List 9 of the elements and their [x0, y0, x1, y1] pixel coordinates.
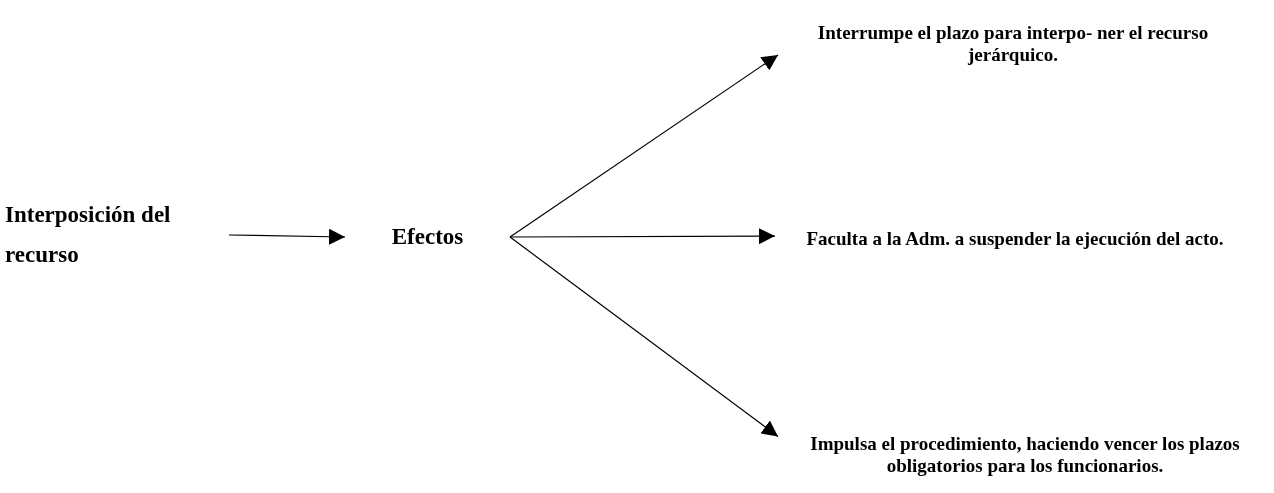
node-text: Efectos [390, 223, 465, 251]
arrow [228, 228, 346, 245]
arrow [509, 236, 779, 438]
node-text: Impulsa el procedimiento, haciendo vencer los plazos obligatorios para los funcionarios. [809, 433, 1241, 477]
arrow [509, 228, 776, 245]
arrow [509, 54, 779, 238]
node-text: Faculta a la Adm. a suspender la ejecución del acto. [805, 227, 1225, 251]
node-text: Interposición del recurso [5, 201, 172, 269]
node-text: Interrumpe el plazo para interpo- ner el recurso jerárquico. [816, 22, 1210, 66]
